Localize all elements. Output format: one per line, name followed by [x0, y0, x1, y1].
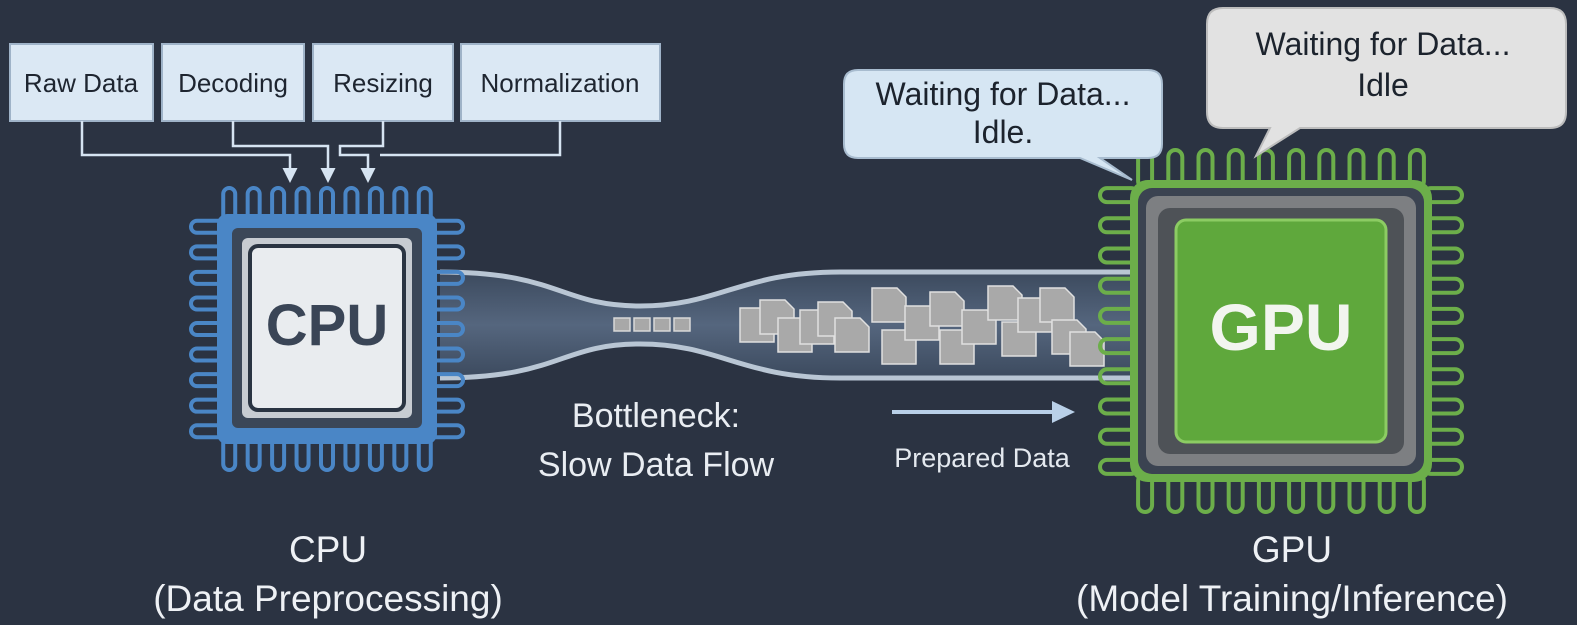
cpu-caption-title: CPU	[289, 529, 367, 570]
gpu-caption-subtitle: (Model Training/Inference)	[1076, 578, 1508, 619]
stage-label-raw-data: Raw Data	[24, 68, 139, 98]
gpu-chip-label: GPU	[1209, 290, 1352, 364]
cpu-chip: CPU	[217, 214, 437, 444]
gpu-caption-title: GPU	[1252, 529, 1332, 570]
stage-label-resizing: Resizing	[333, 68, 433, 98]
stage-box-decoding: Decoding	[161, 43, 305, 122]
data-packet	[929, 291, 965, 327]
cpu-chip-label: CPU	[266, 293, 388, 358]
data-packet	[1039, 287, 1075, 323]
stage-label-decoding: Decoding	[178, 68, 288, 98]
stage-box-normalization: Normalization	[460, 43, 661, 122]
bottleneck-subtitle: Slow Data Flow	[538, 446, 775, 484]
bottleneck-title: Bottleneck:	[572, 397, 740, 435]
speech-bubble-left: Waiting for Data... Idle.	[843, 69, 1163, 181]
bubble-left-line1: Waiting for Data...	[876, 76, 1131, 112]
data-packets-small	[613, 317, 691, 332]
stage-box-raw-data: Raw Data	[9, 43, 154, 122]
stage-label-normalization: Normalization	[481, 68, 640, 98]
prepared-data-arrow	[892, 401, 1075, 423]
cpu-caption-subtitle: (Data Preprocessing)	[153, 578, 503, 619]
stage-connectors	[80, 121, 562, 183]
data-packet	[871, 287, 907, 323]
bubble-right-line2: Idle	[1357, 67, 1409, 103]
bubble-left-line2: Idle.	[973, 114, 1033, 150]
gpu-chip: GPU	[1130, 180, 1432, 482]
data-packet	[987, 285, 1023, 321]
data-packet	[834, 317, 870, 353]
speech-bubble-right: Waiting for Data... Idle	[1206, 7, 1567, 159]
stage-box-resizing: Resizing	[312, 43, 454, 122]
bubble-right-line1: Waiting for Data...	[1256, 26, 1511, 62]
data-packets-large	[739, 285, 1105, 367]
prepared-data-label: Prepared Data	[894, 443, 1071, 473]
